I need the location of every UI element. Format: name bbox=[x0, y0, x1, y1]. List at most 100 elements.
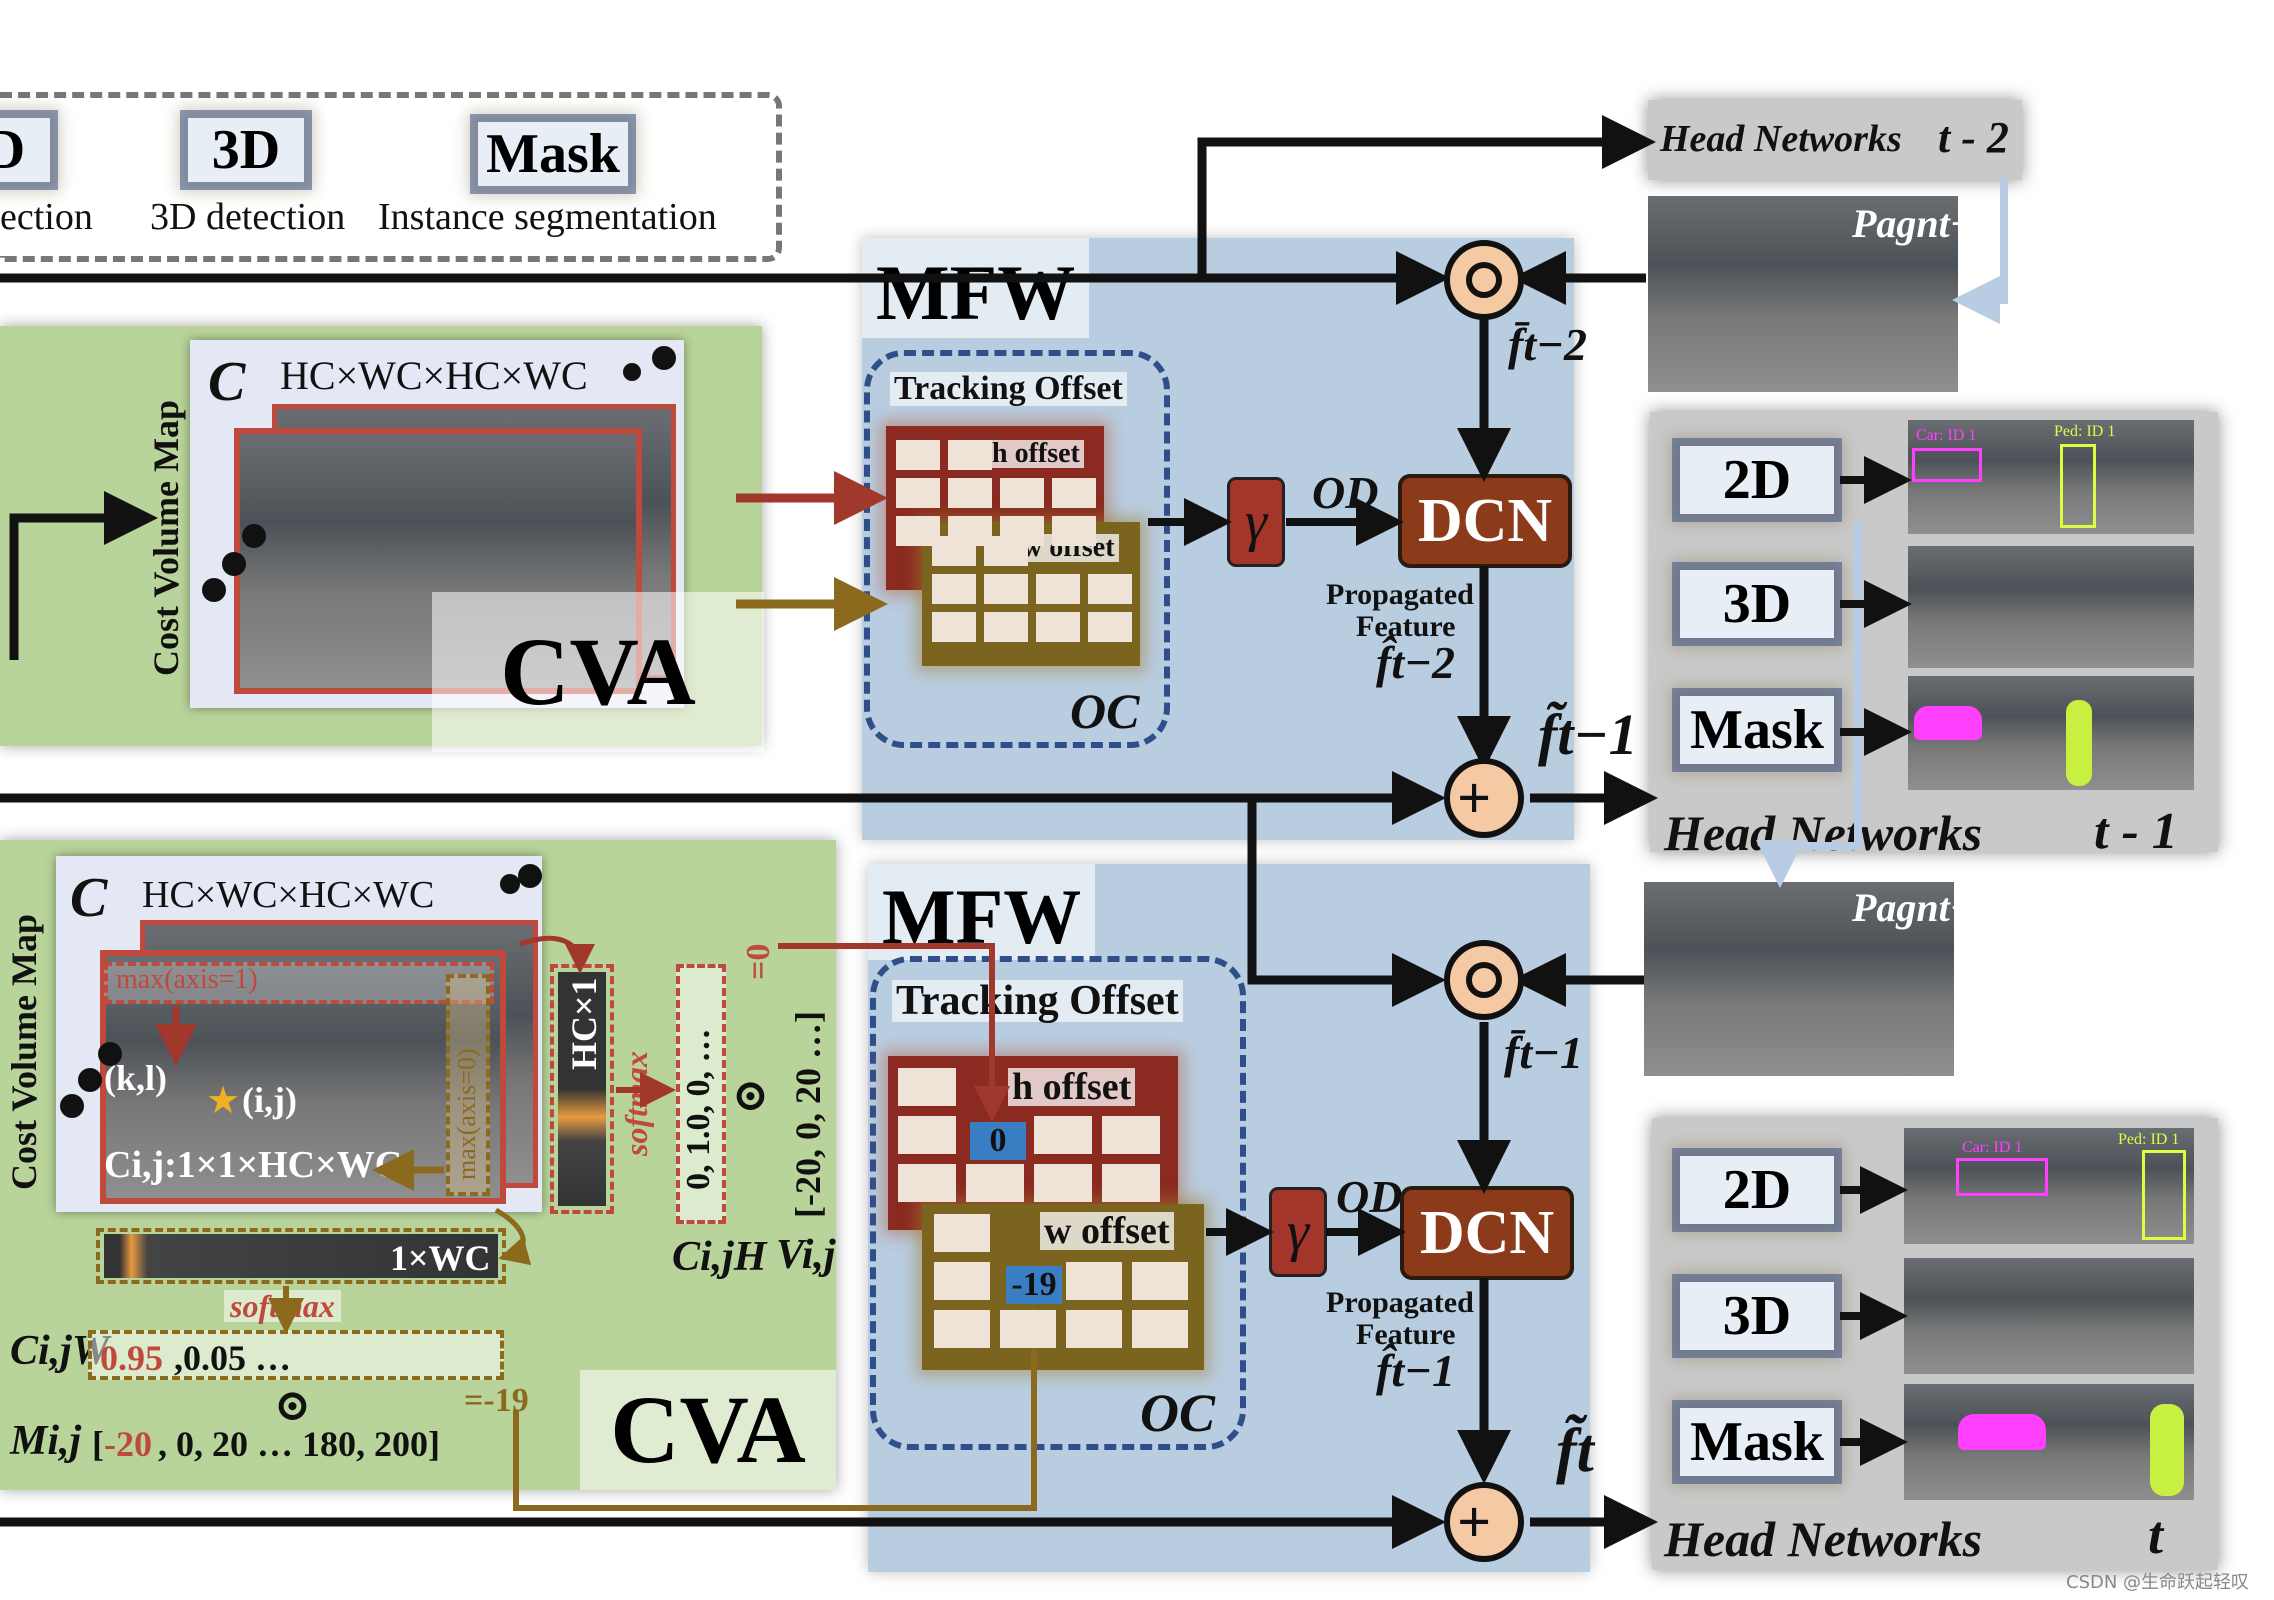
w-offset-bottom-label: w offset bbox=[1040, 1212, 1174, 1250]
w-offset-minus19-cell: -19 bbox=[1006, 1266, 1062, 1304]
cva-top-dims: HC×WC×HC×WC bbox=[280, 353, 588, 398]
offset-grid-cell bbox=[1036, 612, 1080, 642]
offset-grid-cell bbox=[1102, 1164, 1160, 1202]
head-top-panel bbox=[1648, 100, 2022, 180]
cij-label: Ci,j:1×1×HC×WC bbox=[104, 1144, 403, 1186]
offset-grid-cell bbox=[1034, 1116, 1092, 1154]
offset-grid-cell bbox=[934, 1214, 990, 1252]
offset-grid-cell bbox=[1066, 1262, 1122, 1300]
ch-label: Ci,jH bbox=[672, 1234, 767, 1280]
oc-top-label: OC bbox=[1070, 683, 1140, 739]
m-label: Mi,j bbox=[10, 1418, 82, 1464]
pagn-top-image bbox=[1648, 196, 1958, 392]
ftilde-bottom: f̃t bbox=[1556, 1417, 1594, 1485]
offset-grid-cell bbox=[1088, 574, 1132, 604]
head-bottom-image-mask bbox=[1904, 1384, 2194, 1500]
legend-box bbox=[0, 92, 782, 262]
head-bottom-car-mask bbox=[1958, 1414, 2046, 1450]
wc-row bbox=[104, 1234, 498, 1278]
gamma-bottom: γ bbox=[1272, 1190, 1324, 1274]
offset-grid-cell bbox=[896, 440, 940, 470]
odot-icon: ⊙ bbox=[732, 1071, 769, 1120]
ch-values-frame bbox=[676, 964, 726, 1224]
head-mid-3d-tag: 3D bbox=[1680, 570, 1834, 638]
eq0-to-h-offset-arrow bbox=[778, 943, 1010, 1122]
offset-grid-cell bbox=[932, 536, 976, 566]
fbar-top: f̄t−2 bbox=[1508, 319, 1587, 370]
offset-grid-cell bbox=[1066, 1310, 1122, 1348]
head-mid-image-2d bbox=[1908, 420, 2194, 534]
dcn-bottom: DCN bbox=[1404, 1190, 1570, 1276]
cva-bottom-label: CVA bbox=[580, 1370, 836, 1490]
h-offset-zero-cell: 0 bbox=[970, 1122, 1026, 1160]
gamma-top: γ bbox=[1230, 480, 1282, 564]
star-icon: ★ bbox=[206, 1080, 241, 1122]
oplus-top-icon: + bbox=[1457, 765, 1492, 831]
tracking-offset-top-label: Tracking Offset bbox=[890, 372, 1127, 406]
kl-label: (k,l) bbox=[104, 1058, 167, 1098]
offset-grid-cell bbox=[898, 1116, 956, 1154]
odot-circle-bottom bbox=[1444, 940, 1524, 1020]
max-axis0-strip bbox=[446, 974, 490, 1196]
cva-top-dots bbox=[202, 346, 676, 602]
offset-grid-cell bbox=[932, 612, 976, 642]
head-mid-ped-overlay: Ped: ID 1 bbox=[2054, 423, 2116, 440]
offset-grid-cell bbox=[1132, 1262, 1188, 1300]
h-offset-bottom-label: h offset bbox=[1008, 1068, 1136, 1106]
m-values-rest: , 0, 20 … 180, 200] bbox=[158, 1424, 440, 1464]
oplus-bottom-icon: + bbox=[1457, 1489, 1492, 1555]
offset-grid-cell bbox=[948, 440, 992, 470]
head-bottom-ped-mask bbox=[2150, 1404, 2184, 1496]
offset-grid-cell bbox=[1036, 574, 1080, 604]
prop-top-f: f̂t−2 bbox=[1376, 637, 1455, 688]
head-mid-car-overlay: Car: ID 1 bbox=[1916, 427, 1977, 444]
head-bottom-ped-overlay: Ped: ID 1 bbox=[2118, 1131, 2180, 1148]
prop-bottom-line1: Propagated bbox=[1326, 1286, 1474, 1319]
head-bottom-time: t bbox=[2148, 1505, 2164, 1565]
odot-icon-2: ⊙ bbox=[274, 1381, 311, 1430]
prop-bottom-line2: Feature bbox=[1356, 1318, 1456, 1351]
oplus-circle-bottom bbox=[1444, 1482, 1524, 1562]
head-top-time: t - 2 bbox=[1938, 113, 2009, 162]
legend-2d-desc: ection bbox=[0, 196, 93, 238]
max-axis1-label: max(axis=1) bbox=[116, 964, 258, 995]
m-values-open: [ bbox=[92, 1424, 104, 1464]
eq19-to-w-offset-arrow bbox=[513, 1306, 1052, 1511]
head-mid-car-box bbox=[1912, 448, 1982, 482]
cw-values-rest: ,0.05 … bbox=[174, 1338, 291, 1378]
prop-bottom-f: f̂t−1 bbox=[1376, 1345, 1455, 1396]
cva-bottom-red-curve bbox=[519, 935, 595, 974]
cva-bottom-image-front bbox=[100, 950, 506, 1204]
legend-3d-tag: 3D bbox=[188, 118, 304, 182]
cva-top-label: CVA bbox=[432, 592, 764, 752]
head-bottom-car-box bbox=[1956, 1158, 2048, 1196]
tracking-offset-top-frame bbox=[864, 350, 1170, 748]
offset-grid-cell bbox=[1034, 1164, 1092, 1202]
cva-bottom-c-symbol: C bbox=[70, 867, 108, 929]
head-mid-car-mask bbox=[1914, 706, 1982, 740]
offset-grid-cell bbox=[1052, 516, 1096, 546]
h-offset-top-label: h offset bbox=[988, 440, 1084, 468]
hc1-column bbox=[558, 972, 606, 1206]
offset-grid-cell bbox=[898, 1164, 956, 1202]
head-bottom-mask-tag: Mask bbox=[1680, 1408, 1834, 1476]
head-bottom-2d-tag: 2D bbox=[1680, 1156, 1834, 1224]
v-label: Vi,j bbox=[776, 1232, 836, 1278]
offset-grid-cell bbox=[1088, 612, 1132, 642]
offset-grid-cell bbox=[934, 1262, 990, 1300]
head-top-title: Head Networks bbox=[1660, 118, 1902, 160]
offset-grid-cell bbox=[948, 478, 992, 508]
legend-mask-desc: Instance segmentation bbox=[378, 196, 717, 238]
fbar-bottom: f̄t−1 bbox=[1504, 1027, 1583, 1078]
prop-top-line2: Feature bbox=[1356, 610, 1456, 643]
ij-label: (i,j) bbox=[242, 1080, 297, 1120]
top-branch-to-head-t2 bbox=[1197, 115, 1656, 278]
dcn-top: DCN bbox=[1402, 478, 1568, 564]
wc-row-label: 1×WC bbox=[390, 1238, 491, 1278]
cva-bottom-dims: HC×WC×HC×WC bbox=[142, 874, 435, 916]
pagn-top-label: Pagnt−2 bbox=[1852, 201, 1995, 246]
head-bottom-car-overlay: Car: ID 1 bbox=[1962, 1139, 2023, 1156]
offset-grid-cell bbox=[1102, 1116, 1160, 1154]
